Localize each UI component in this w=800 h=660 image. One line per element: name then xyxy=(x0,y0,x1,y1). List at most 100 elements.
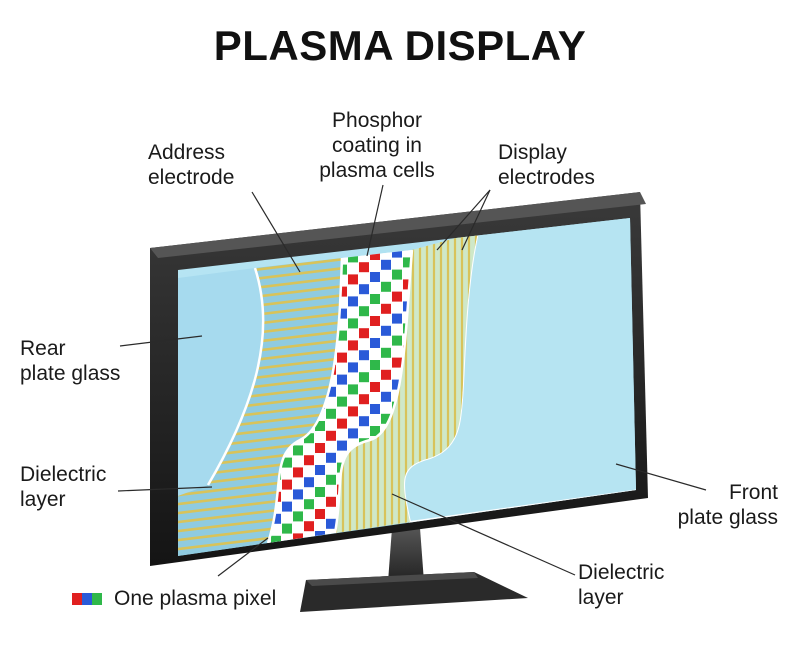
phosphor-cell xyxy=(359,251,369,262)
phosphor-cell xyxy=(315,432,325,442)
phosphor-cell xyxy=(337,539,347,543)
phosphor-cell xyxy=(282,457,292,468)
phosphor-cell xyxy=(359,405,369,416)
phosphor-cell xyxy=(293,445,303,456)
phosphor-cell xyxy=(282,568,292,578)
phosphor-cell xyxy=(425,530,435,540)
phosphor-cell xyxy=(403,257,412,268)
phosphor-cell xyxy=(282,512,292,523)
phosphor-cell xyxy=(370,327,380,337)
phosphor-cell xyxy=(370,404,380,414)
phosphor-cell xyxy=(326,430,336,441)
phosphor-cell xyxy=(392,302,402,313)
phosphor-cell xyxy=(326,496,336,507)
phosphor-cell xyxy=(370,261,380,271)
phosphor-cell xyxy=(392,368,402,379)
phosphor-cell xyxy=(315,564,325,574)
phosphor-cell xyxy=(271,558,281,568)
phosphor-cell xyxy=(359,537,369,543)
phosphor-cell xyxy=(304,510,314,521)
label-dielectric-layer-bottom: Dielectric layer xyxy=(578,561,665,609)
phosphor-cell xyxy=(348,384,358,395)
phosphor-cell xyxy=(359,372,369,383)
phosphor-cell xyxy=(337,440,347,451)
phosphor-cell xyxy=(337,341,347,352)
phosphor-cell xyxy=(381,413,391,424)
phosphor-cell xyxy=(304,477,314,488)
phosphor-cell xyxy=(293,577,303,587)
phosphor-cell xyxy=(348,296,358,307)
phosphor-cell xyxy=(370,272,380,282)
phosphor-cell xyxy=(304,554,314,564)
phosphor-cell xyxy=(370,393,380,403)
phosphor-cell xyxy=(381,259,391,270)
phosphor-cell xyxy=(359,284,369,295)
phosphor-cell xyxy=(348,538,358,543)
label-display-electrodes: Display electrodes xyxy=(498,141,595,189)
legend: One plasma pixel xyxy=(72,587,276,611)
phosphor-cell xyxy=(359,306,369,317)
phosphor-cell xyxy=(381,336,391,347)
phosphor-cell xyxy=(293,566,303,576)
phosphor-cell xyxy=(315,454,325,464)
phosphor-cell xyxy=(392,250,402,258)
phosphor-cell xyxy=(359,559,369,569)
label-address-electrode: Address electrode xyxy=(148,141,235,189)
legend-swatch-red xyxy=(72,593,82,605)
phosphor-cell xyxy=(403,268,412,279)
phosphor-cell xyxy=(348,351,358,362)
phosphor-cell xyxy=(315,487,325,497)
phosphor-cell xyxy=(381,250,391,259)
phosphor-cell xyxy=(359,295,369,306)
phosphor-cell xyxy=(348,318,358,329)
phosphor-cell xyxy=(370,250,380,260)
phosphor-cell xyxy=(359,328,369,339)
phosphor-cell xyxy=(392,280,402,291)
phosphor-cell xyxy=(381,314,391,325)
phosphor-cell xyxy=(293,533,303,543)
phosphor-cell xyxy=(326,463,336,474)
phosphor-cell xyxy=(337,396,347,407)
phosphor-cell xyxy=(359,548,369,558)
leader-lines xyxy=(117,184,707,577)
phosphor-cell xyxy=(293,489,303,500)
phosphor-cell xyxy=(315,443,325,453)
phosphor-cell xyxy=(348,274,358,285)
phosphor-cell xyxy=(326,397,336,408)
monitor-neck xyxy=(388,528,424,582)
phosphor-cell xyxy=(337,418,347,429)
phosphor-cell xyxy=(348,373,358,384)
phosphor-cell xyxy=(359,361,369,372)
phosphor-cell xyxy=(315,542,325,543)
phosphor-cell xyxy=(348,329,358,340)
phosphor-cell xyxy=(348,439,358,450)
phosphor-cell xyxy=(337,374,347,385)
phosphor-cell xyxy=(392,291,402,302)
phosphor-cell xyxy=(370,338,380,348)
phosphor-cell xyxy=(381,303,391,314)
phosphor-cell xyxy=(282,523,292,534)
phosphor-cell xyxy=(293,478,303,489)
phosphor-cell xyxy=(326,518,336,529)
phosphor-cell xyxy=(359,350,369,361)
phosphor-cell xyxy=(348,406,358,417)
phosphor-cell xyxy=(370,415,380,425)
phosphor-cell xyxy=(337,385,347,396)
phosphor-cell xyxy=(359,273,369,284)
phosphor-cell xyxy=(326,563,336,573)
phosphor-cell xyxy=(337,363,347,374)
phosphor-cell xyxy=(403,250,412,257)
label-front-plate-glass: Front plate glass xyxy=(677,481,778,529)
phosphor-cell xyxy=(326,419,336,430)
phosphor-cell xyxy=(326,540,336,543)
phosphor-cell xyxy=(326,441,336,452)
phosphor-cell xyxy=(337,330,347,341)
phosphor-cell xyxy=(304,444,314,455)
phosphor-cell xyxy=(370,558,380,568)
label-phosphor-coating: Phosphor coating in plasma cells xyxy=(319,109,435,182)
phosphor-cell xyxy=(348,417,358,428)
phosphor-cell xyxy=(293,500,303,511)
phosphor-cell xyxy=(293,456,303,467)
phosphor-cell xyxy=(315,520,325,530)
